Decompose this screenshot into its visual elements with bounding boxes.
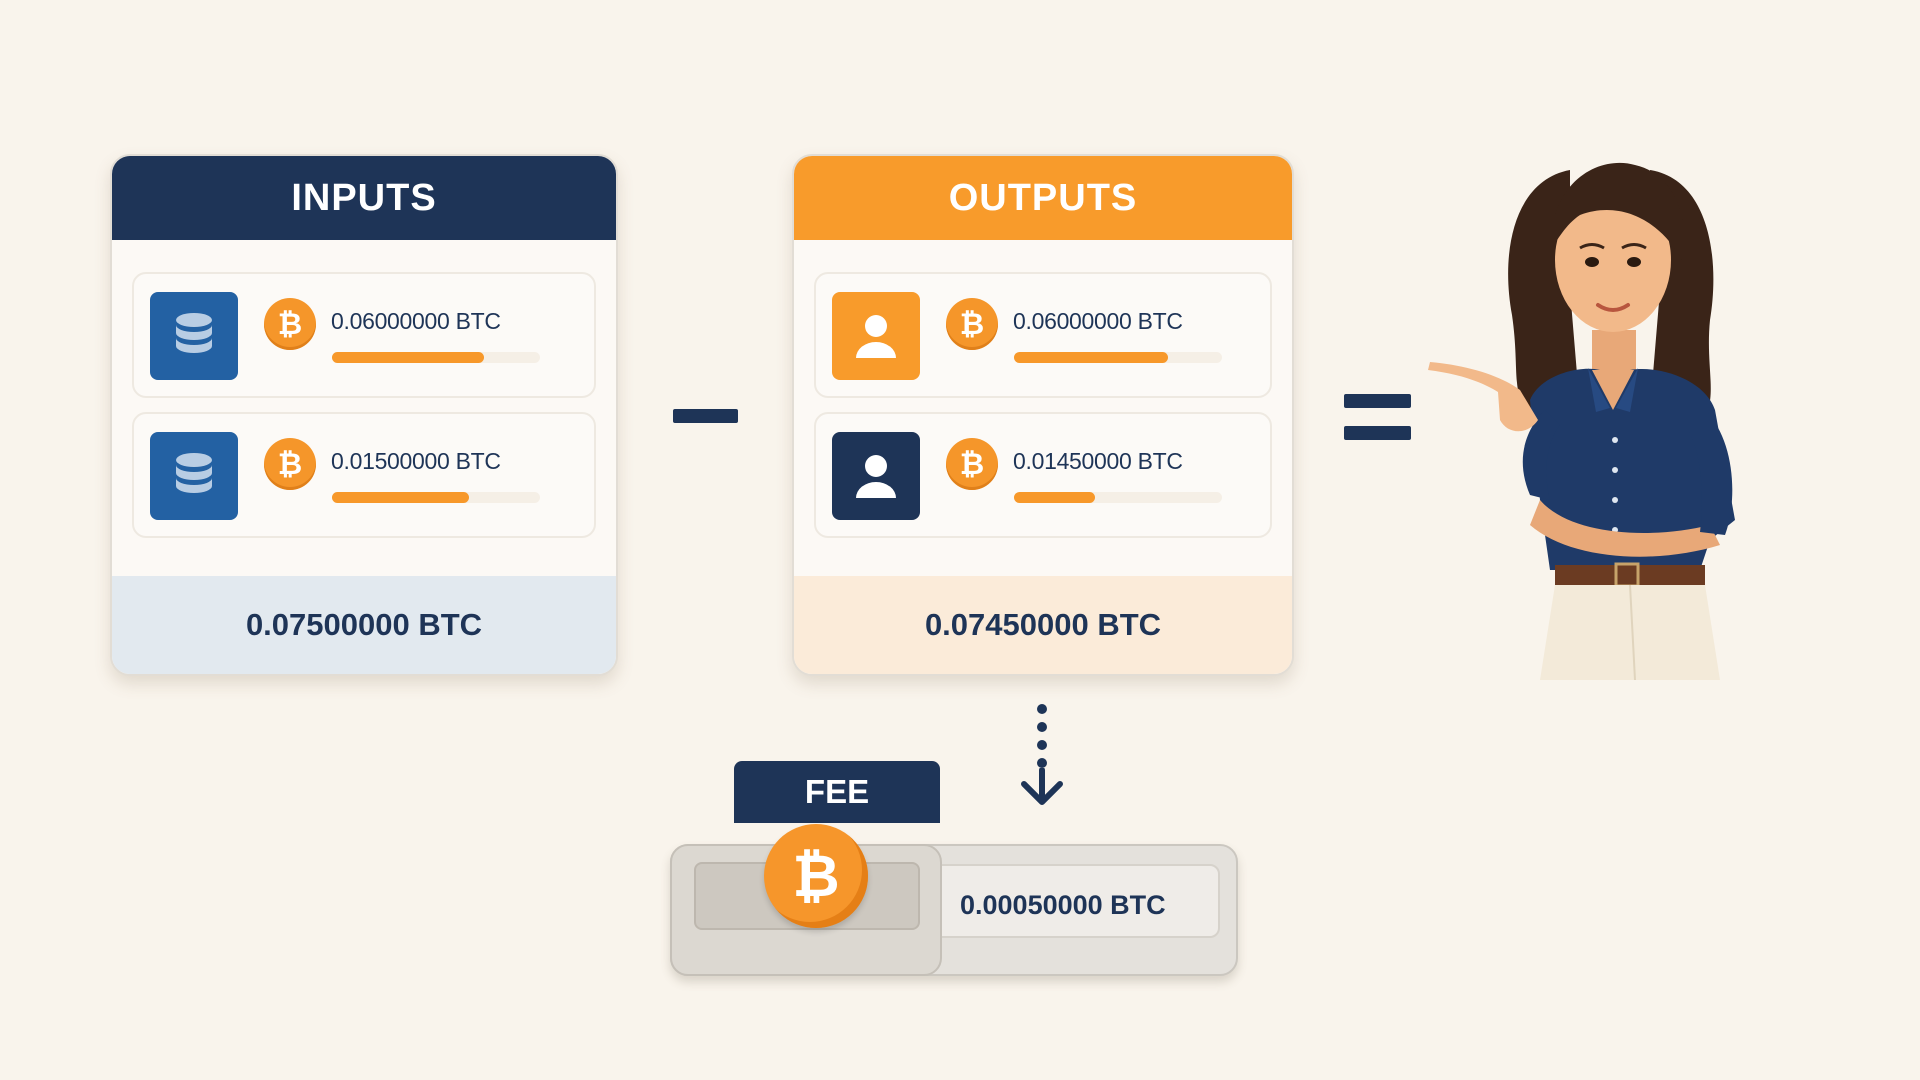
arrow-dot [1037,740,1047,750]
outputs-total: 0.07450000 BTC [794,576,1292,674]
output-row: ₿ 0.01450000 BTC [814,412,1272,538]
arrow-dot [1037,704,1047,714]
presenter-illustration [1428,162,1735,680]
amount-bar [332,492,540,503]
arrow-head [1021,768,1063,805]
outputs-card: OUTPUTS ₿ 0.06000000 BTC ₿ 0.01450000 BT… [792,154,1294,676]
input-row: ₿ 0.01500000 BTC [132,412,596,538]
output-amount: 0.01450000 BTC [1013,448,1183,474]
bitcoin-icon: ₿ [264,298,316,350]
minus-sign [673,409,738,423]
outputs-title: OUTPUTS [794,156,1292,240]
amount-bar-fill [1014,492,1096,503]
amount-bar [332,352,540,363]
inputs-card: INPUTS ₿ 0.06000000 BTC ₿ 0.01500000 BTC [110,154,618,676]
fee-amount: 0.00050000 BTC [960,890,1166,920]
fee-label: FEE [734,761,940,823]
input-row: ₿ 0.06000000 BTC [132,272,596,398]
amount-bar-fill [1014,352,1168,363]
output-amount: 0.06000000 BTC [1013,308,1183,334]
amount-bar-fill [332,492,470,503]
bitcoin-icon: ₿ [264,438,316,490]
bitcoin-coin-icon: ₿ [764,824,868,928]
inputs-total: 0.07500000 BTC [112,576,616,674]
amount-bar [1014,352,1222,363]
output-row: ₿ 0.06000000 BTC [814,272,1272,398]
input-amount: 0.01500000 BTC [331,448,501,474]
user-icon [832,292,920,380]
inputs-title: INPUTS [112,156,616,240]
database-icon [150,292,238,380]
amount-bar [1014,492,1222,503]
input-amount: 0.06000000 BTC [331,308,501,334]
user-icon [832,432,920,520]
bitcoin-icon: ₿ [946,298,998,350]
database-icon [150,432,238,520]
arrow-dot [1037,722,1047,732]
bitcoin-icon: ₿ [946,438,998,490]
equals-bar-top [1344,394,1411,408]
arrow-dot [1037,758,1047,768]
equals-bar-bottom [1344,426,1411,440]
amount-bar-fill [332,352,484,363]
